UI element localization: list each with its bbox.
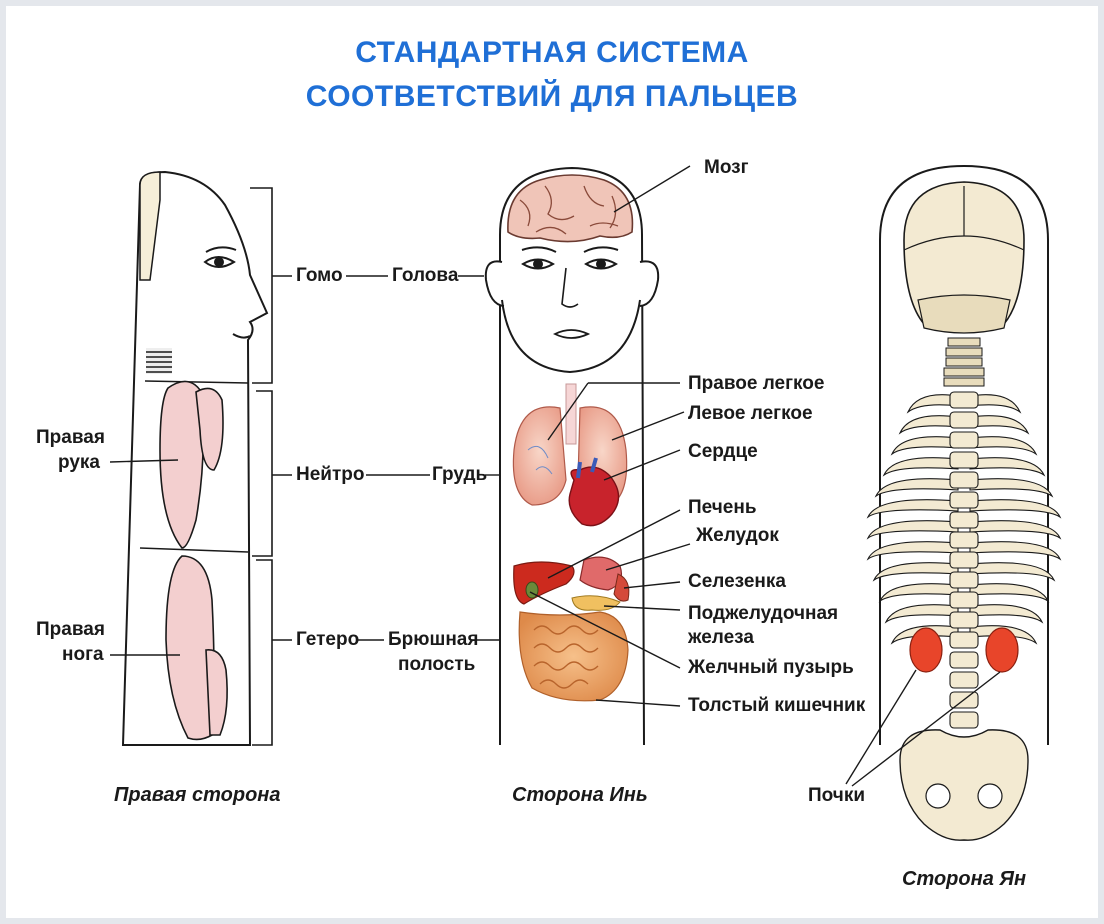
rib-right <box>969 478 1054 498</box>
pelvis-icon <box>899 729 1029 841</box>
intestine-icon <box>518 611 629 702</box>
rib-left <box>898 415 959 435</box>
rib-right <box>969 541 1062 561</box>
label-right-lung: Правое легкое <box>688 373 825 394</box>
title-line-2: СООТВЕТСТВИЙ ДЛЯ ПАЛЬЦЕВ <box>305 80 799 113</box>
caption-yin-side: Сторона Инь <box>512 784 648 806</box>
kidney-right-icon <box>985 627 1019 673</box>
label-head: Голова <box>392 265 459 286</box>
fingernail-icon <box>139 171 161 281</box>
label-right-leg-line2: нога <box>62 644 104 665</box>
label-abdomen-line1: Брюшная <box>388 629 479 650</box>
zone-label-neutro: Нейтро <box>296 464 365 485</box>
zone-label-hetero: Гетеро <box>296 629 360 650</box>
vertebra <box>949 671 979 689</box>
rib-left <box>882 457 959 477</box>
label-gallbladder: Желчный пузырь <box>688 657 854 678</box>
rib-left <box>878 583 959 603</box>
rib-left <box>872 562 959 582</box>
rib-left <box>890 436 959 456</box>
vertebra <box>949 611 979 629</box>
finger-right-side <box>121 170 269 746</box>
brain-icon <box>507 174 634 243</box>
rib-left <box>874 478 959 498</box>
label-liver: Печень <box>688 497 757 518</box>
kidney-left-icon <box>909 627 943 673</box>
label-right-arm-line1: Правая <box>36 427 105 448</box>
label-stomach: Желудок <box>696 525 779 546</box>
rib-right <box>969 415 1030 435</box>
skull-icon <box>903 181 1025 332</box>
vertebra <box>949 411 979 429</box>
title-line-1: СТАНДАРТНАЯ СИСТЕМА <box>355 36 749 69</box>
caption-right-side: Правая сторона <box>114 784 281 806</box>
rib-right <box>969 499 1062 519</box>
label-spleen: Селезенка <box>688 571 786 592</box>
vertebra <box>949 711 979 729</box>
rib-right <box>969 436 1038 456</box>
rib-left <box>866 520 959 540</box>
rib-right <box>969 604 1044 624</box>
vertebra <box>949 551 979 569</box>
zone-brackets <box>250 187 430 746</box>
rib-left <box>906 394 959 414</box>
label-kidneys: Почки <box>808 785 866 806</box>
rib-left <box>866 499 959 519</box>
label-pancreas-line1: Поджелудочная <box>688 603 839 624</box>
rib-left <box>884 604 959 624</box>
label-brain: Мозг <box>704 157 749 178</box>
rib-right <box>969 457 1046 477</box>
rib-left <box>866 541 959 561</box>
vertebra <box>949 571 979 589</box>
vertebra <box>949 471 979 489</box>
rib-right <box>969 520 1062 540</box>
vertebra <box>949 431 979 449</box>
finger-yang-side <box>866 164 1062 841</box>
label-colon: Толстый кишечник <box>688 695 866 716</box>
label-pancreas-line2: железа <box>688 627 754 648</box>
finger-yin-side <box>484 166 660 746</box>
label-left-lung: Левое легкое <box>688 403 813 424</box>
vertebra <box>949 511 979 529</box>
rib-right <box>969 583 1050 603</box>
vertebra <box>949 491 979 509</box>
label-right-leg-line1: Правая <box>36 619 105 640</box>
vertebra <box>949 651 979 669</box>
zone-label-homo: Гомо <box>296 265 343 286</box>
vertebra <box>949 631 979 649</box>
vertebra <box>949 591 979 609</box>
lungs-icon <box>512 406 567 506</box>
vertebra <box>949 451 979 469</box>
caption-yang-side: Сторона Ян <box>902 868 1027 890</box>
label-abdomen-line2: полость <box>398 654 476 675</box>
label-chest: Грудь <box>432 464 488 485</box>
label-heart: Сердце <box>688 441 758 462</box>
label-right-arm-line2: рука <box>58 452 100 473</box>
rib-right <box>969 394 1022 414</box>
spleen-icon <box>613 573 630 602</box>
vertebra <box>949 531 979 549</box>
vertebra <box>949 391 979 409</box>
rib-right <box>969 562 1056 582</box>
